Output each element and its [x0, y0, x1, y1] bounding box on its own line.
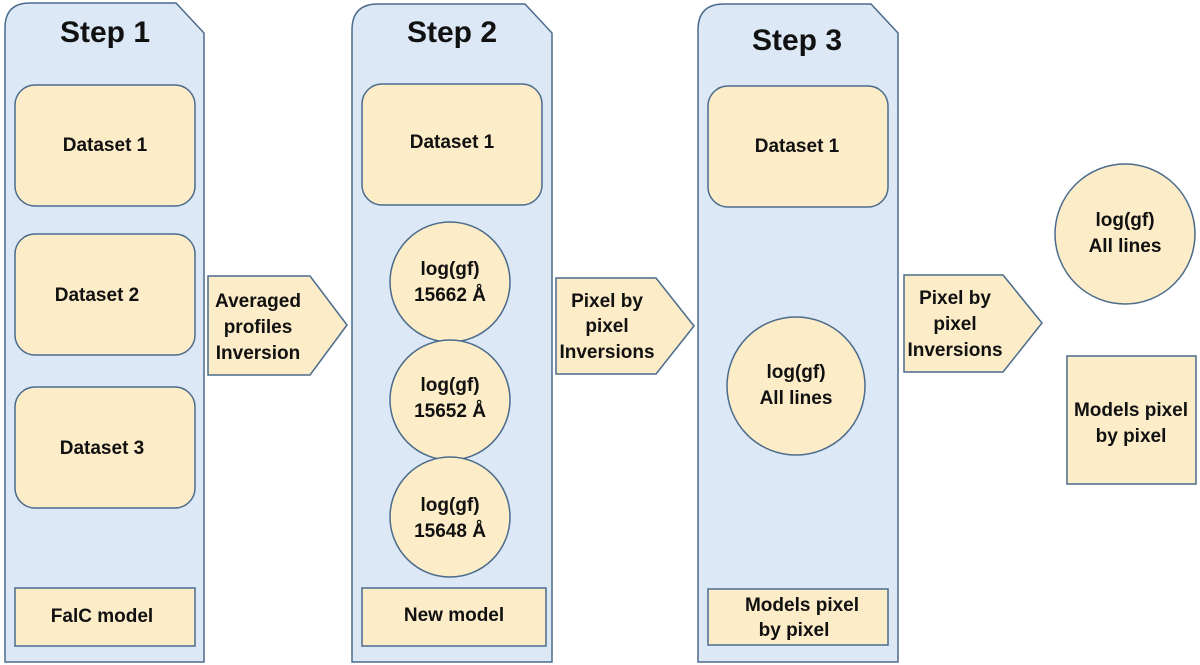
arrow-1-line-1: Averaged [215, 291, 301, 312]
output-box-line-2: by pixel [1096, 426, 1167, 447]
step-2-circle-3-line-1: log(gf) [420, 495, 479, 516]
step-1-title: Step 1 [60, 16, 150, 49]
output-circle [1054, 163, 1196, 305]
arrow-2-line-1: Pixel by [571, 291, 643, 312]
arrow-3-line-3: Inversions [907, 340, 1002, 361]
step-2-circle-3 [389, 456, 511, 578]
step-1-dataset-3 [14, 386, 196, 509]
step-2-circle-3-line-2: 15648 Å [414, 521, 486, 542]
step-2-circle-1 [389, 221, 511, 343]
step-3-footer-line-2: by pixel [759, 620, 830, 641]
step-1-dataset-2-label: Dataset 2 [55, 285, 140, 306]
arrow-2-line-2: pixel [585, 316, 628, 337]
step-3-dataset-1-label: Dataset 1 [755, 136, 840, 157]
step-3-footer-box [707, 588, 889, 646]
output-circle-line-1: log(gf) [1095, 210, 1154, 231]
step-1-dataset-2 [14, 233, 196, 356]
outputs: log(gf) All lines Models pixel by pixel [1054, 163, 1197, 485]
arrow-3: Pixel by pixel Inversions [903, 274, 1043, 373]
step-1-panel: Step 1 Dataset 1 Dataset 2 Dataset 3 Fal… [4, 2, 205, 663]
step-1-dataset-1 [14, 84, 196, 207]
step-3-circle-1-line-1: log(gf) [766, 362, 825, 383]
step-2-title: Step 2 [407, 16, 497, 49]
step-3-footer-line-1: Models pixel [745, 595, 859, 616]
step-3-title: Step 3 [752, 24, 842, 57]
step-2-footer-box [361, 587, 547, 647]
step-3-dataset-1 [707, 85, 889, 208]
arrow-3-line-2: pixel [933, 314, 976, 335]
step-1-dataset-3-label: Dataset 3 [60, 438, 145, 459]
arrow-3-shape [903, 274, 1043, 373]
step-3-circle-1-line-2: All lines [760, 388, 833, 409]
step-2-dataset-1-label: Dataset 1 [410, 132, 495, 153]
step-3-circle-1 [726, 316, 866, 456]
arrow-2-line-3: Inversions [559, 342, 654, 363]
arrow-2-shape [555, 277, 695, 375]
arrow-1-line-3: Inversion [216, 343, 300, 364]
arrow-1: Averaged profiles Inversion [207, 275, 348, 376]
step-3-panel: Step 3 Dataset 1 log(gf) All lines Model… [697, 3, 899, 663]
output-box [1066, 355, 1197, 485]
arrow-1-shape [207, 275, 348, 376]
step-1-footer-label: FalC model [51, 606, 153, 627]
arrow-2: Pixel by pixel Inversions [555, 277, 695, 375]
step-2-circle-1-line-1: log(gf) [420, 259, 479, 280]
step-2-panel: Step 2 Dataset 1 log(gf) 15662 Å log(gf)… [351, 3, 553, 663]
step-2-circle-1-line-2: 15662 Å [414, 285, 486, 306]
arrow-1-line-2: profiles [224, 317, 293, 338]
step-1-footer-box [14, 587, 196, 647]
output-circle-line-2: All lines [1089, 236, 1162, 257]
step-2-footer-label: New model [404, 605, 504, 626]
step-2-circle-2-line-2: 15652 Å [414, 401, 486, 422]
step-2-dataset-1 [361, 83, 543, 206]
step-2-circle-2-line-1: log(gf) [420, 375, 479, 396]
step-1-dataset-1-label: Dataset 1 [63, 135, 148, 156]
output-box-line-1: Models pixel [1074, 400, 1188, 421]
arrow-3-line-1: Pixel by [919, 288, 991, 309]
step-2-circle-2 [389, 339, 511, 461]
